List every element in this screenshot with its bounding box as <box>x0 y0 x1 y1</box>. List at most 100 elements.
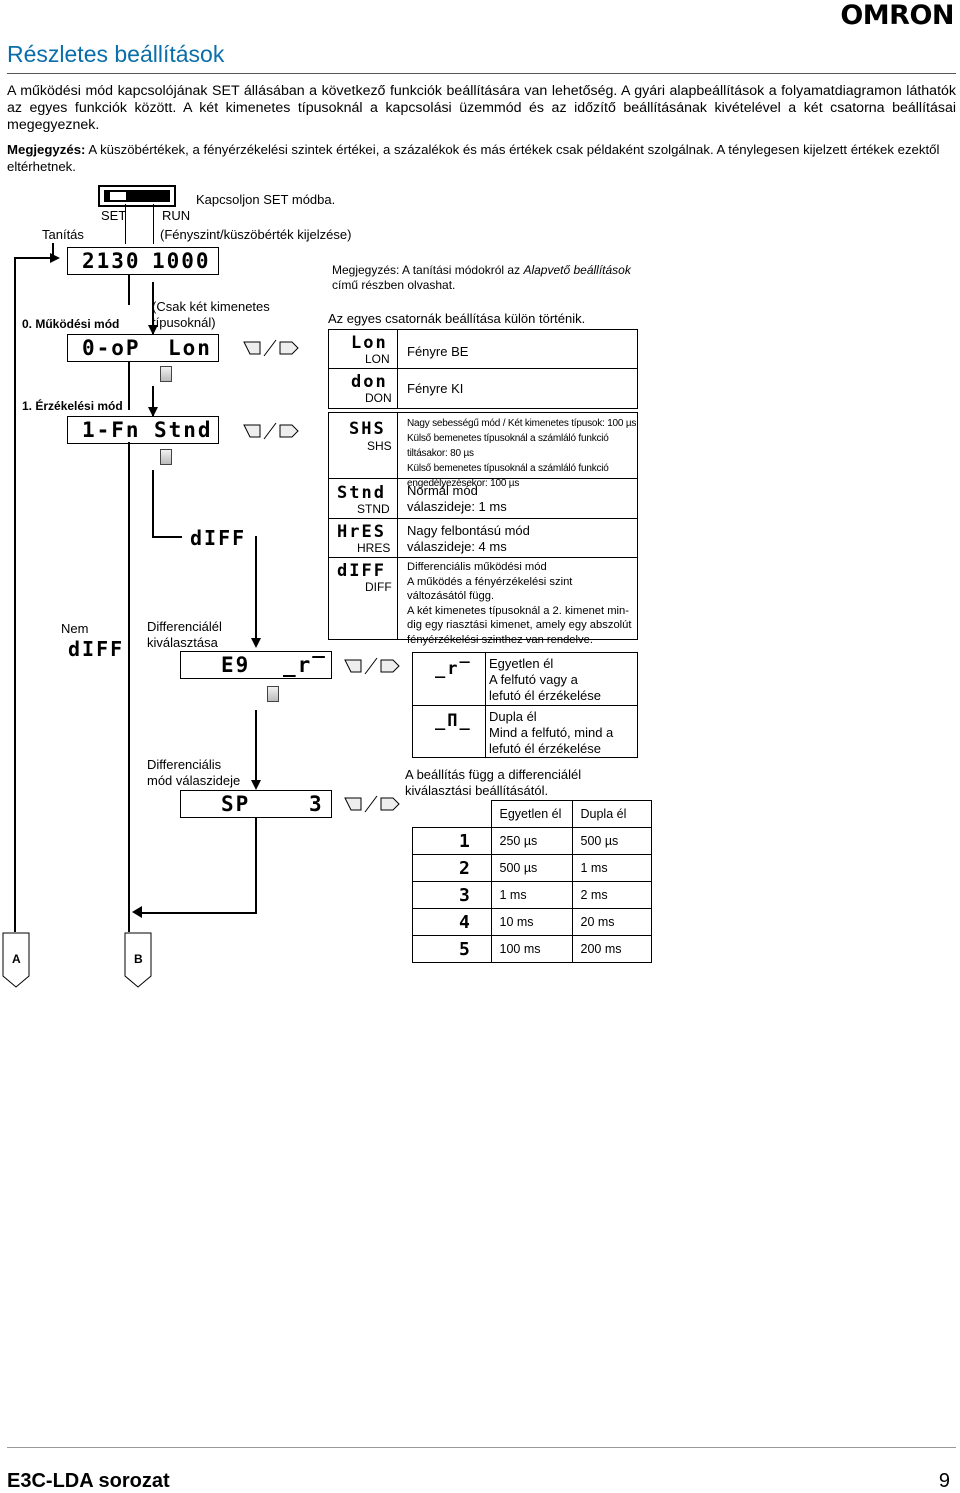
table-seg: 4 <box>412 908 492 936</box>
mode0-display-left: 0-oP <box>82 336 141 360</box>
table-cell: 2 ms <box>571 881 652 909</box>
resp-display: SP 3 <box>180 790 332 818</box>
diff-branch-connector <box>152 470 154 536</box>
option-don-code: DON <box>365 391 392 405</box>
updown-buttons-icon <box>242 338 300 358</box>
run-connector-line <box>153 204 154 244</box>
mode1-arrow-line <box>152 386 154 416</box>
edge-double-seg: _Π_ <box>435 711 472 731</box>
threshold-display: 2130 1000 <box>67 247 219 275</box>
mode0-label: 0. Működési mód <box>22 317 120 331</box>
note-paragraph: Megjegyzés: A küszöbértékek, a fényérzék… <box>7 141 956 175</box>
display1-left: 2130 <box>82 249 141 273</box>
table-row: 2 500 µs 1 ms <box>412 854 652 882</box>
teach-note: Megjegyzés: A tanítási módokról az Alapv… <box>332 263 631 292</box>
page-title: Részletes beállítások <box>7 41 225 67</box>
resp-return-horizontal <box>140 912 257 914</box>
edge-display-right: _r‾ <box>283 653 327 677</box>
teach-label: Tanítás <box>42 227 84 242</box>
omron-logo: OMRON <box>840 0 954 31</box>
table-seg: 5 <box>412 935 492 963</box>
note-text: A küszöbértékek, a fényérzékelési szinte… <box>7 142 940 174</box>
option-lon-desc: Fényre BE <box>407 344 469 359</box>
mode-button-icon <box>160 366 172 382</box>
table-seg: 1 <box>412 827 492 855</box>
teach-flow-top <box>14 257 54 259</box>
resp-branch-line <box>255 710 257 782</box>
teach-note-link: Alapvető beállítások <box>523 263 631 277</box>
connector-a: A <box>2 932 30 988</box>
connector-b-label: B <box>134 952 143 966</box>
edge-display-left: E9 <box>221 653 251 677</box>
mode0-arrow-line <box>152 282 154 334</box>
diff-branch-horizontal <box>152 536 182 538</box>
option-lon-seg: Lon <box>351 333 388 353</box>
option-don-desc: Fényre KI <box>407 381 464 396</box>
option-shs-desc: Nagy sebességű mód / Két kimenetes típus… <box>407 418 637 489</box>
mode1-display-right: Stnd <box>154 418 213 442</box>
title-divider <box>7 73 956 74</box>
option-lon-code: LON <box>365 352 390 366</box>
edge-arrow <box>251 638 261 648</box>
mode1-arrow <box>148 407 158 417</box>
resp-arrow <box>251 780 261 790</box>
option-stnd-code: STND <box>357 502 390 516</box>
option-hres-seg: HrES <box>337 522 386 542</box>
table-cell: 200 ms <box>571 935 652 963</box>
option-shs-seg: SHS <box>349 419 386 439</box>
table-cell: 250 µs <box>490 827 573 855</box>
teach-flow-line <box>14 257 16 932</box>
mode0-arrow <box>148 325 158 335</box>
flow-line-1 <box>128 275 130 305</box>
mode-button-icon <box>267 686 279 702</box>
connector-b: B <box>124 932 152 988</box>
option-don-seg: don <box>351 372 388 392</box>
flow-line-2 <box>128 362 130 410</box>
table-cell: 100 ms <box>490 935 573 963</box>
display-note: (Fényszint/küszöbérték kijelzése) <box>160 227 352 242</box>
switch-instruction: Kapcsoljon SET módba. <box>196 192 336 207</box>
return-arrow <box>132 906 142 918</box>
mode0-options-box: Lon LON Fényre BE don DON Fényre KI <box>328 329 638 409</box>
table-row: 4 10 ms 20 ms <box>412 908 652 936</box>
table-cell: 1 ms <box>490 881 573 909</box>
edge-display: E9 _r‾ <box>180 651 332 679</box>
table-row: 3 1 ms 2 ms <box>412 881 652 909</box>
page-number: 9 <box>938 1470 950 1492</box>
table-cell: 500 µs <box>571 827 652 855</box>
table-row: 1 250 µs 500 µs <box>412 827 652 855</box>
table-cell: 20 ms <box>571 908 652 936</box>
channel-note: Az egyes csatornák beállítása külön tört… <box>328 311 586 326</box>
connector-a-label: A <box>12 952 21 966</box>
mode-switch <box>98 185 176 207</box>
resp-return-line <box>255 818 257 913</box>
edge-single-seg: _r‾ <box>435 659 472 679</box>
diff-branch-line <box>255 536 257 638</box>
mode0-display-right: Lon <box>168 336 212 360</box>
updown-buttons-icon <box>242 421 300 441</box>
teach-arrow <box>50 253 60 263</box>
mode1-display-left: 1-Fn <box>82 418 141 442</box>
table-seg: 3 <box>412 881 492 909</box>
option-shs-code: SHS <box>367 439 392 453</box>
nem-label: Nem <box>61 621 89 636</box>
display1-right: 1000 <box>152 249 211 273</box>
table-row: 5 100 ms 200 ms <box>412 935 652 963</box>
updown-buttons-icon <box>343 794 401 814</box>
option-hres-code: HRES <box>357 541 391 555</box>
diff-branch-seg: dIFF <box>190 526 247 550</box>
note-label: Megjegyzés: <box>7 142 86 157</box>
table-header: Egyetlen él <box>490 800 573 828</box>
table-header-row: Egyetlen él Dupla él <box>412 800 652 828</box>
two-output-note: (Csak két kimenetes típusoknál) <box>152 299 270 330</box>
intro-paragraph: A működési mód kapcsolójának SET állásáb… <box>7 83 956 133</box>
table-cell: 10 ms <box>490 908 573 936</box>
